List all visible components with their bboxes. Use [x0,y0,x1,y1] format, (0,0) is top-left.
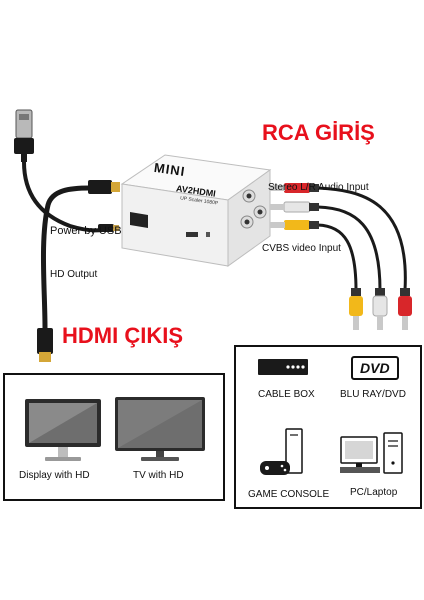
rca-cables [270,183,412,330]
hdmi-plug-bottom-icon [37,328,53,362]
blu-ray-label: BLU RAY/DVD [340,389,406,400]
hdmi-plug-top-icon [88,180,120,194]
output-devices-illustration [25,397,205,461]
dvd-logo-text: DVD [360,360,390,376]
tv-label: TV with HD [133,470,184,481]
input-sources-box: DVD CABLE BOX BLU RAY/DVD GAME CONSOLE P… [234,345,422,509]
usb-plug-icon [14,109,34,162]
monitor-icon [25,399,101,461]
micro-usb-plug-icon [98,224,114,232]
game-console-label: GAME CONSOLE [248,489,330,500]
stereo-audio-label: Stereo L/R Audio Input [268,182,369,193]
game-console-icon [260,428,303,475]
rca-input-heading: RCA GİRİŞ [262,120,375,145]
power-by-usb-label: Power by USB [50,225,122,237]
pc-icon [340,432,403,474]
dvd-logo-icon [351,356,399,380]
input-sources-illustration [258,356,403,475]
cable-box-label: CABLE BOX [258,389,315,400]
hdmi-output-heading: HDMI ÇIKIŞ [62,323,183,348]
hd-output-label: HD Output [50,269,98,280]
pc-label: PC/Laptop [350,487,398,498]
cable-box-icon [258,359,308,375]
output-devices-box: Display with HD TV with HD [3,373,225,501]
cvbs-video-label: CVBS video Input [262,243,341,254]
display-label: Display with HD [19,470,90,481]
av2hdmi-converter [120,154,272,267]
tv-icon [115,397,205,461]
